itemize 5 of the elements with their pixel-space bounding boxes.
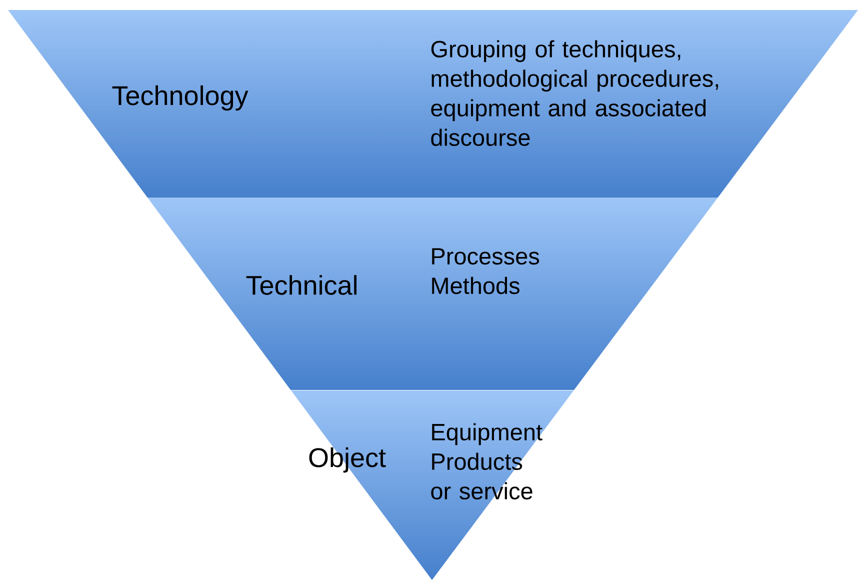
- band-heading: Technology: [112, 85, 248, 111]
- band-heading: Object: [309, 447, 386, 473]
- band-description: Grouping of techniques, methodological procedures, equipment and associated discourse: [431, 40, 718, 146]
- band-description: Processes Methods: [432, 248, 540, 294]
- band-heading: Technical: [246, 275, 356, 295]
